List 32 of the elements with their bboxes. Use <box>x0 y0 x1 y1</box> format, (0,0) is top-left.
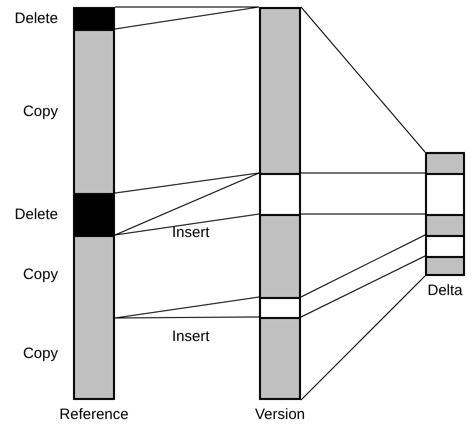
operation-label: Copy <box>22 266 58 284</box>
mapping-line <box>300 276 426 400</box>
mapping-line <box>114 296 260 318</box>
mapping-line <box>114 6 260 30</box>
segment-block <box>425 173 465 214</box>
insert-label: Insert <box>172 224 210 242</box>
insert-label: Insert <box>172 328 210 346</box>
segment-block <box>425 152 465 173</box>
operation-label: Copy <box>22 103 58 121</box>
mapping-line <box>114 172 260 236</box>
mapping-line <box>300 256 426 318</box>
operation-label: Delete <box>14 10 58 28</box>
column-title: Delta <box>427 282 463 300</box>
segment-block <box>259 173 301 214</box>
segment-block <box>259 214 301 297</box>
mapping-line <box>300 234 426 298</box>
segment-block <box>259 7 301 173</box>
segment-block <box>425 235 465 256</box>
mapping-line <box>114 6 260 8</box>
segment-block <box>425 214 465 235</box>
mapping-line <box>114 214 260 236</box>
segment-block <box>425 256 465 276</box>
mapping-line <box>114 172 260 194</box>
segment-block <box>259 297 301 317</box>
operation-label: Delete <box>14 206 58 224</box>
operation-label: Copy <box>22 345 58 363</box>
mapping-line <box>300 6 426 152</box>
column-title: Reference <box>59 406 129 424</box>
column-title: Version <box>254 406 306 424</box>
segment-block <box>259 317 301 400</box>
mapping-line <box>114 316 260 318</box>
mapping-line <box>300 172 426 174</box>
